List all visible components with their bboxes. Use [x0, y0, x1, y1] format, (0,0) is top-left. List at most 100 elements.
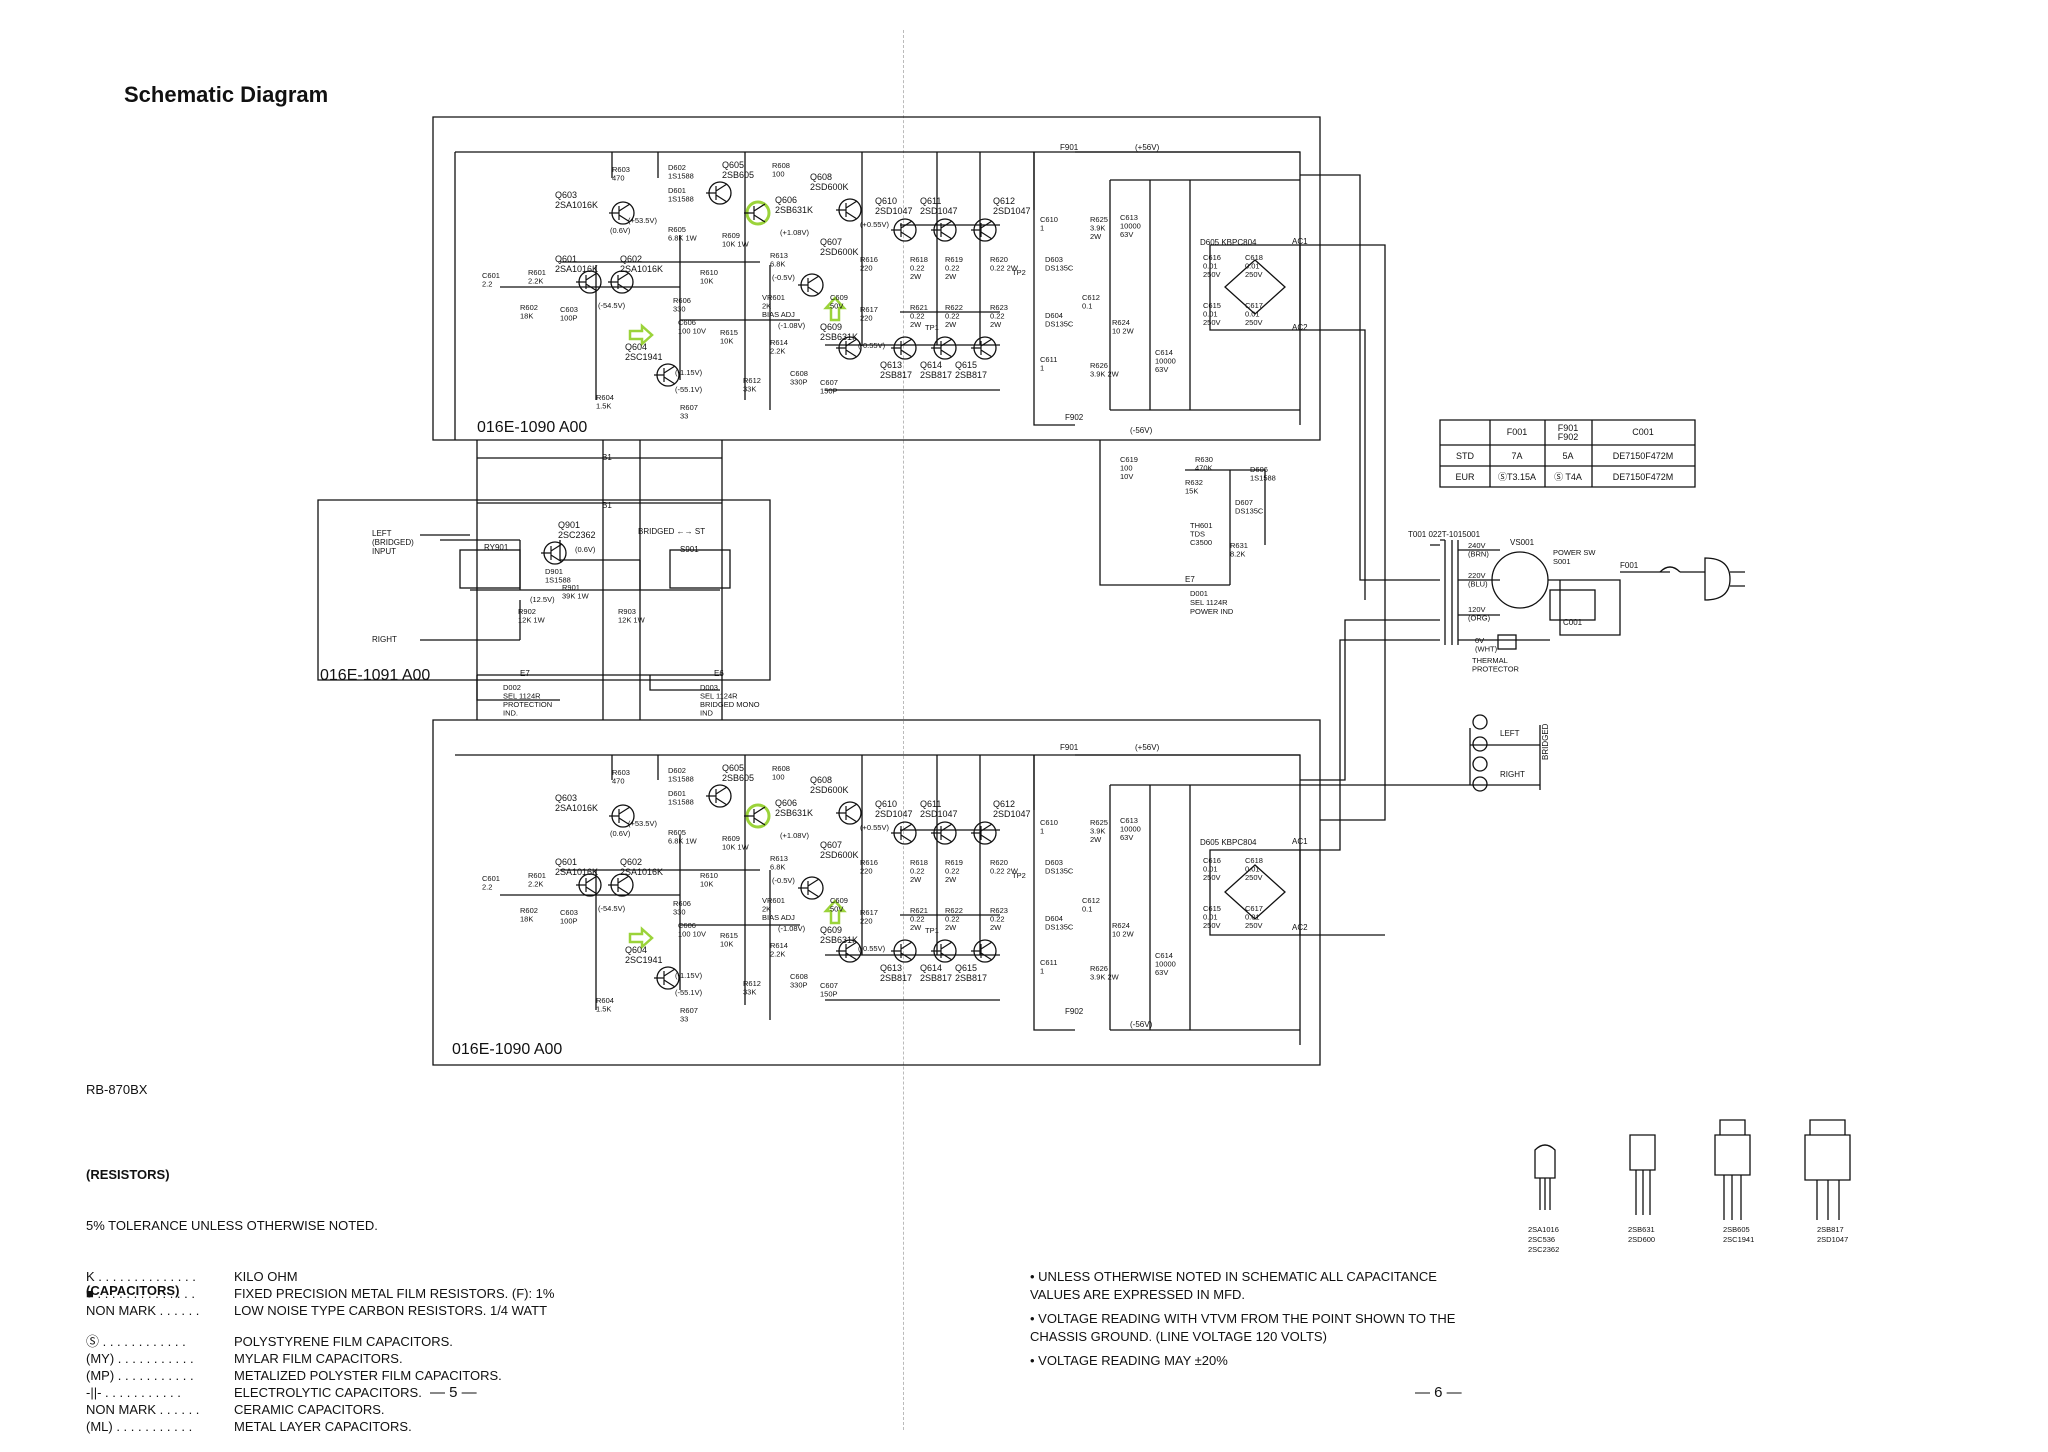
output-bridged-label: BRIDGED [1541, 723, 1550, 760]
left-input-label: LEFT [372, 529, 392, 538]
top-q614-label: Q614 [920, 360, 942, 370]
package-label: 2SB817 [1817, 1225, 1844, 1234]
top-v_108n-label: (-1.08V) [778, 321, 806, 330]
r632-label: 15K [1185, 487, 1198, 496]
s001-label: POWER SW [1553, 548, 1596, 557]
top-v_545-label: (-54.5V) [598, 301, 626, 310]
bottom-r621-label: 0.22 [910, 915, 925, 924]
top-r623-label: R623 [990, 303, 1008, 312]
top-r622-label: R622 [945, 303, 963, 312]
r631-label: R631 [1230, 541, 1248, 550]
bottom-c601-label: 2.2 [482, 883, 492, 892]
resistor-legend-symbol: ■ . . . . . . . . . . . . . . [86, 1286, 195, 1301]
bottom-ac1-label: AC1 [1292, 837, 1308, 846]
d001-label: POWER IND [1190, 607, 1234, 616]
bottom-v_108p-label: (+1.08V) [780, 831, 809, 840]
top-q613-label: 2SB817 [880, 370, 912, 380]
top-r621-label: 2W [910, 320, 922, 329]
top-r608-label: 100 [772, 170, 785, 179]
capacitor-legend-description: POLYSTYRENE FILM CAPACITORS. [234, 1334, 453, 1349]
bottom-q603-label: Q603 [555, 793, 577, 803]
bottom-r602-label: R602 [520, 906, 538, 915]
resistor-legend-row: K . . . . . . . . . . . . . .KILO OHM [86, 1268, 554, 1285]
model-number: RB-870BX [86, 1082, 148, 1097]
top-r614-label: 2.2K [770, 347, 785, 356]
top-q609-label: 2SB631K [820, 332, 858, 342]
bottom-c610-label: 1 [1040, 827, 1044, 836]
top-q601-label: 2SA1016K [555, 264, 598, 274]
d001-label: SEL 1124R [1190, 598, 1228, 607]
top-r601-label: R601 [528, 268, 546, 277]
bottom-c613-label: C613 [1120, 816, 1138, 825]
bottom-r603-label: 470 [612, 777, 625, 786]
right-input-label: RIGHT [372, 635, 397, 644]
top-r617-label: R617 [860, 305, 878, 314]
top-c618-label: 250V [1245, 270, 1263, 279]
bottom-c615-label: 0.01 [1203, 913, 1218, 922]
v-06-label: (0.6V) [575, 545, 596, 554]
top-ac2-label: AC2 [1292, 323, 1308, 332]
fuse-table-cell: 5A [1562, 451, 1573, 461]
bottom-r605-label: R605 [668, 828, 686, 837]
top-r610-label: 10K [700, 277, 713, 286]
capacitor-legend-symbol: -||- . . . . . . . . . . . [86, 1385, 181, 1400]
package-label: 2SC2362 [1528, 1245, 1559, 1254]
bottom-c611-label: 1 [1040, 967, 1044, 976]
package-label: 2SB631 [1628, 1225, 1655, 1234]
bottom-q614-label: 2SB817 [920, 973, 952, 983]
top-r606-label: R606 [673, 296, 691, 305]
top-c616-label: C616 [1203, 253, 1221, 262]
bottom-r616-label: R616 [860, 858, 878, 867]
d003-label: BRIDGED MONO [700, 700, 760, 709]
note-item: • UNLESS OTHERWISE NOTED IN SCHEMATIC AL… [1030, 1269, 1437, 1302]
top-r601-label: 2.2K [528, 277, 543, 286]
top-q615-label: 2SB817 [955, 370, 987, 380]
capacitor-legend-row: Ⓢ . . . . . . . . . . . .POLYSTYRENE FIL… [86, 1333, 502, 1350]
bottom-c611-label: C611 [1040, 958, 1057, 967]
top-q602-label: 2SA1016K [620, 264, 663, 274]
top-c615-label: 0.01 [1203, 310, 1218, 319]
bottom-c607-label: 150P [820, 990, 838, 999]
top-r623-label: 2W [990, 320, 1002, 329]
top-q610-transistor-symbol [891, 220, 913, 240]
c619-label: C619 [1120, 455, 1138, 464]
bottom-r614-label: 2.2K [770, 950, 785, 959]
bottom-r624-label: 10 2W [1112, 930, 1135, 939]
bottom-r619-label: 2W [945, 875, 957, 884]
top-q607-label: 2SD600K [820, 247, 859, 257]
bottom-d603-label: DS135C [1045, 867, 1074, 876]
left-input-label: INPUT [372, 547, 396, 556]
top-r607-label: 33 [680, 412, 688, 421]
bottom-r624-label: R624 [1112, 921, 1130, 930]
bottom-r625-label: 2W [1090, 835, 1102, 844]
bottom-q609-label: Q609 [820, 925, 842, 935]
top-r621-label: R621 [910, 303, 928, 312]
top-r617-label: 220 [860, 314, 873, 323]
top-v_05-label: (-0.5V) [772, 273, 795, 282]
top-q614-transistor-symbol [931, 338, 953, 358]
bottom-q611-label: 2SD1047 [920, 809, 958, 819]
bottom-q601-label: Q601 [555, 857, 577, 867]
bottom-c617-label: 250V [1245, 921, 1263, 930]
bottom-q610-label: Q610 [875, 799, 897, 809]
c001-label: C001 [1563, 618, 1583, 627]
capacitor-legend-description: ELECTROLYTIC CAPACITORS. [234, 1385, 422, 1400]
top-r605-label: R605 [668, 225, 686, 234]
package-label: 2SB605 [1723, 1225, 1750, 1234]
top-q607-transistor-symbol [798, 275, 820, 295]
bottom-c616-label: 250V [1203, 873, 1221, 882]
top-r604-label: R604 [596, 393, 614, 402]
package-label: 2SD1047 [1817, 1235, 1848, 1244]
bottom-d605-label: D605 KBPC804 [1200, 838, 1257, 847]
bottom-r618-label: R618 [910, 858, 928, 867]
top-r605-label: 6.8K 1W [668, 234, 698, 243]
top-q603-label: Q603 [555, 190, 577, 200]
top-c610-label: C610 [1040, 215, 1058, 224]
bottom-c610-label: C610 [1040, 818, 1058, 827]
top-c614-label: 63V [1155, 365, 1168, 374]
top-c603-label: C603 [560, 305, 578, 314]
bottom-r616-label: 220 [860, 867, 873, 876]
bottom-q614-label: Q614 [920, 963, 942, 973]
capacitor-legend-symbol: (MP) . . . . . . . . . . . [86, 1368, 194, 1383]
bottom-q610-transistor-symbol [891, 823, 913, 843]
